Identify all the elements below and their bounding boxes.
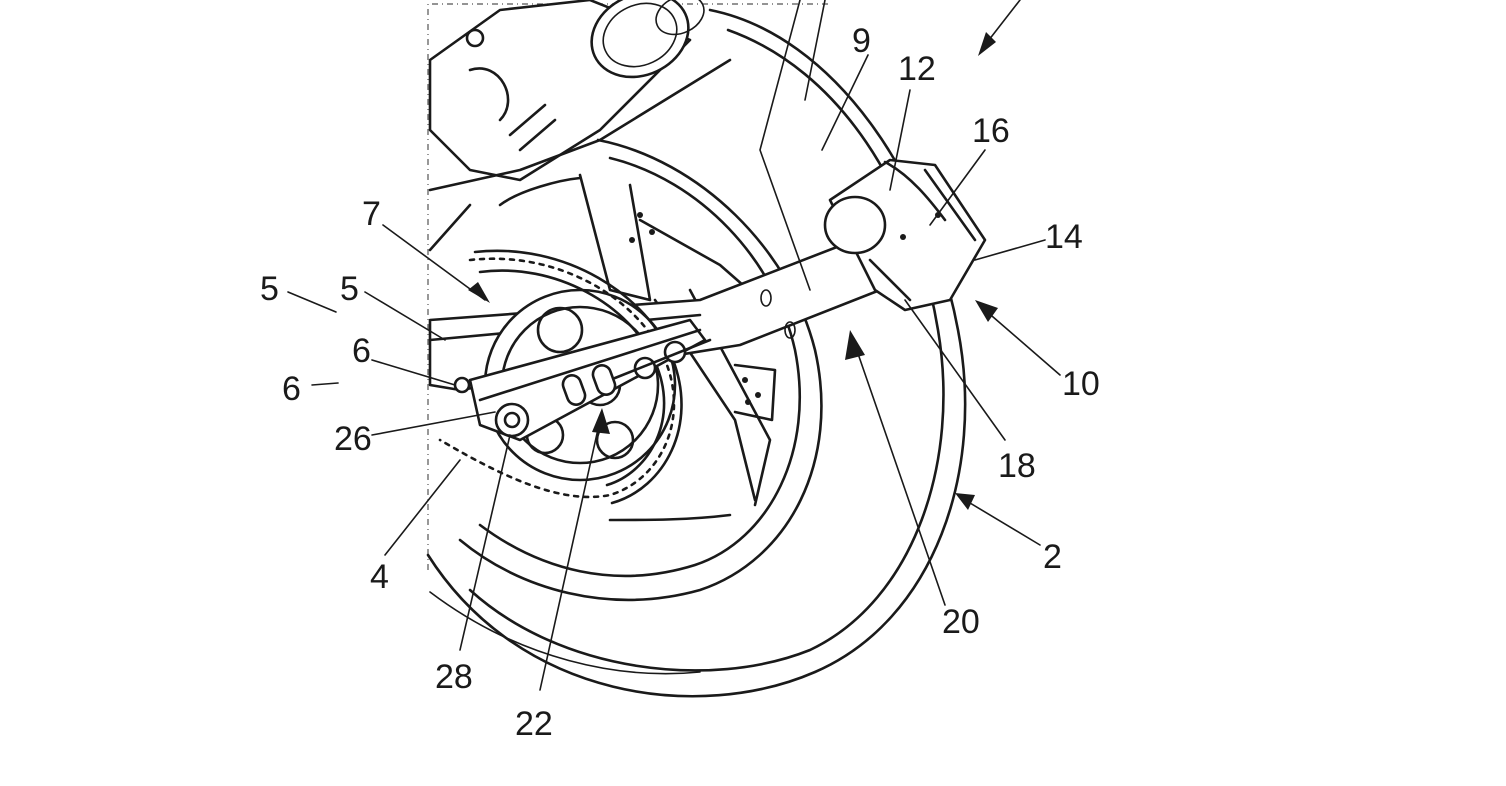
label-6-outer: 6	[282, 370, 301, 408]
label-14: 14	[1045, 218, 1083, 256]
reference-numerals: 2 4 5 5 6 6 7 9 10 12 14 16 18 20 22 26 …	[260, 22, 1100, 743]
label-10: 10	[1062, 365, 1100, 403]
sensor-unit	[823, 158, 987, 312]
label-9: 9	[852, 22, 871, 60]
label-5-outer: 5	[260, 270, 279, 308]
label-28: 28	[435, 658, 473, 696]
label-5-inner: 5	[340, 270, 359, 308]
label-12: 12	[898, 50, 936, 88]
exhaust-muffler	[428, 0, 732, 252]
rear-tire	[426, 8, 967, 698]
frame-dashed-line	[427, 3, 830, 570]
label-22: 22	[515, 705, 553, 743]
axle-plate	[453, 318, 712, 442]
leader-lines	[287, 0, 1061, 691]
label-20: 20	[942, 603, 980, 641]
label-26: 26	[334, 420, 372, 458]
label-16: 16	[972, 112, 1010, 150]
label-18: 18	[998, 447, 1036, 485]
label-4: 4	[370, 558, 389, 596]
label-2: 2	[1043, 538, 1062, 576]
label-7: 7	[362, 195, 381, 233]
label-6-inner: 6	[352, 332, 371, 370]
